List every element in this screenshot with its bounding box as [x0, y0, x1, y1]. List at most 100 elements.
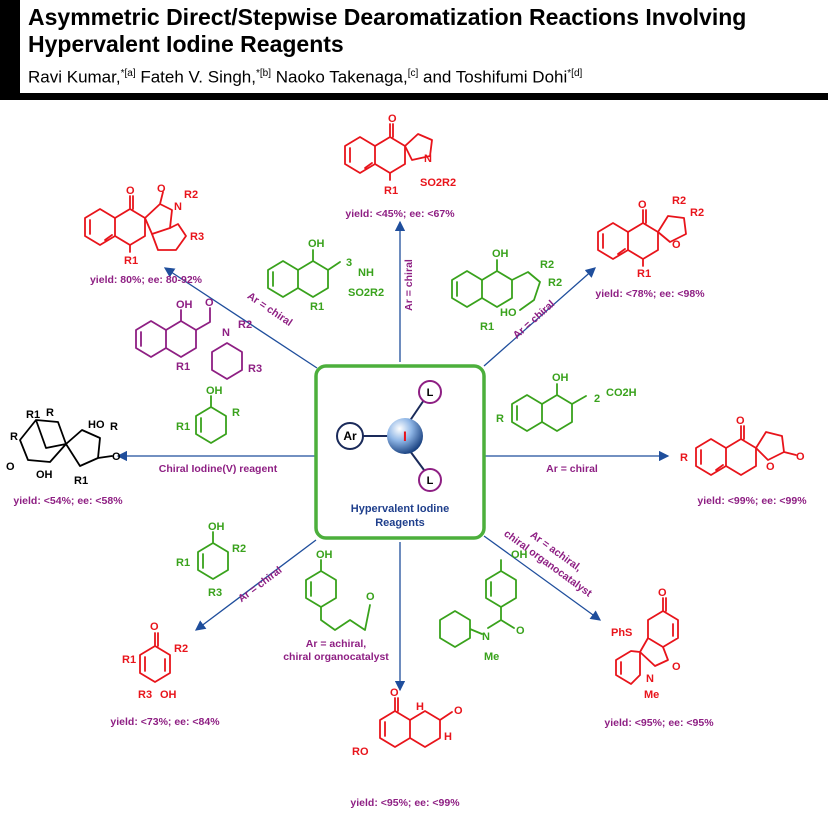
yield-bottom-left: yield: <73%; ee: <84% [110, 716, 220, 728]
atom-r2: R2 [540, 259, 554, 271]
atom-o: O [390, 687, 399, 699]
atom-r1: R1 [26, 409, 40, 421]
reaction-scheme: Ar I L L Hypervalent Iodine Reagents Ar … [0, 100, 828, 818]
atom-o: O [454, 705, 463, 717]
atom-o: O [516, 625, 525, 637]
atom-so2r2: SO2R2 [420, 177, 456, 189]
ligand-label-bottom: L [427, 475, 434, 487]
atom-o: O [658, 587, 667, 599]
ar-label: Ar [343, 429, 357, 443]
scheme-svg: Ar I L L Hypervalent Iodine Reagents Ar … [6, 113, 807, 809]
yield-right: yield: <99%; ee: <99% [697, 495, 807, 507]
ligand-circle-top [418, 380, 442, 404]
ar-circle [336, 422, 364, 450]
atom-n: N [424, 153, 432, 165]
center-reagent-box: Ar I L L Hypervalent Iodine Reagents [314, 364, 486, 540]
atom-o: O [150, 621, 159, 633]
atom-oh: OH [552, 372, 569, 384]
condition-bottom-line-2: chiral organocatalyst [283, 651, 389, 663]
atom-o: O [366, 591, 375, 603]
atom-phs: PhS [611, 627, 632, 639]
atom-r1: R1 [480, 321, 494, 333]
ligand-circle-bottom [418, 468, 442, 492]
substrate-bottom: OH O [305, 549, 375, 631]
condition-top-right: Ar = chiral [511, 298, 557, 342]
atom-o: O [672, 239, 681, 251]
author-name: Naoko Takenaga, [270, 67, 408, 87]
ligand-label-top: L [427, 387, 434, 399]
product-bottom-right: O PhS O N Me [611, 587, 681, 701]
substrate-top-right: OH R2 R2 HO R1 [451, 248, 562, 333]
atom-oh: OH [492, 248, 509, 260]
author-list: Ravi Kumar,*[a] Fateh V. Singh,*[b] Naok… [28, 64, 818, 88]
substrate-bottom-right: OH O N Me [439, 549, 528, 663]
atom-r2: R2 [174, 643, 188, 655]
atom-r1: R1 [310, 301, 324, 313]
condition-right: Ar = chiral [546, 463, 598, 475]
atom-oh: OH [208, 521, 225, 533]
atom-o: O [766, 461, 775, 473]
substrate-top-left: OH 3 NH SO2R2 R1 [267, 238, 384, 313]
condition-bottom-line-1: Ar = achiral, [306, 638, 366, 650]
atom-oh: OH [308, 238, 325, 250]
iodine-label: I [403, 428, 407, 444]
atom-o: O [205, 297, 214, 309]
arrow-bottom-right [483, 535, 602, 621]
atom-oh: OH [176, 299, 193, 311]
affiliation-mark: [c] [407, 68, 419, 79]
atom-ro: RO [352, 746, 369, 758]
atom-oh: OH [36, 469, 53, 481]
atom-r3: R3 [208, 587, 222, 599]
iodine-sphere [387, 418, 423, 454]
atom-n: N [646, 673, 654, 685]
atom-r2: R2 [238, 319, 252, 331]
atom-h: H [444, 731, 452, 743]
yield-top-left: yield: 80%; ee: 80-92% [90, 274, 203, 286]
arrow-top-right [483, 267, 596, 367]
substrate-right: OH 2 CO2H R [496, 372, 637, 432]
atom-oh: OH [206, 385, 223, 397]
atom-r: R [46, 407, 54, 419]
arrow-bottom-left [194, 539, 317, 631]
yield-labels: yield: <45%; ee: <67% yield: 80%; ee: 80… [13, 208, 807, 809]
product-top-left: O O N R2 R3 R1 [84, 183, 204, 267]
atom-r1: R1 [176, 557, 190, 569]
condition-top-left: Ar = chiral [245, 290, 295, 329]
atom-n: N [222, 327, 230, 339]
product-bottom-left: O R1 R2 R3 OH [122, 621, 188, 701]
product-top-right: O O R2 R2 R1 [597, 195, 704, 280]
atom-r1: R1 [176, 421, 190, 433]
affiliation-mark: *[a] [120, 68, 136, 79]
atom-r: R [232, 407, 240, 419]
atom-r2: R2 [548, 277, 562, 289]
atom-co2h: CO2H [606, 387, 637, 399]
atom-o: O [112, 451, 121, 463]
atom-sub-3: 3 [346, 257, 352, 269]
atom-r2: R2 [184, 189, 198, 201]
atom-so2r2: SO2R2 [348, 287, 384, 299]
atom-r1: R1 [637, 268, 651, 280]
atom-me: Me [484, 651, 499, 663]
substrate-top-left-amide: OH O N R2 R3 R1 [135, 297, 262, 380]
author-name: and Toshifumi Dohi [418, 67, 568, 87]
arrow-top-left [163, 267, 318, 369]
atom-r3: R3 [138, 689, 152, 701]
atom-o: O [388, 113, 397, 125]
condition-left: Chiral Iodine(V) reagent [159, 463, 278, 475]
title-line-2: Hypervalent Iodine Reagents [28, 31, 344, 57]
center-title-line-1: Hypervalent Iodine [351, 503, 449, 515]
atom-o: O [157, 183, 166, 195]
atom-r3: R3 [248, 363, 262, 375]
atom-h: H [416, 701, 424, 713]
paper-header: Asymmetric Direct/Stepwise Dearomatizati… [20, 0, 828, 93]
substrate-left: OH R R1 [176, 385, 240, 444]
atom-n: N [482, 631, 490, 643]
atom-r1: R1 [122, 654, 136, 666]
yield-top: yield: <45%; ee: <67% [345, 208, 455, 220]
author-name: Ravi Kumar, [28, 67, 121, 87]
title-line-1: Asymmetric Direct/Stepwise Dearomatizati… [28, 4, 747, 30]
yield-left: yield: <54%; ee: <58% [13, 495, 123, 507]
author-name: Fateh V. Singh, [135, 67, 256, 87]
atom-o: O [736, 415, 745, 427]
substrate-bottom-left: OH R2 R1 R3 [176, 521, 246, 599]
